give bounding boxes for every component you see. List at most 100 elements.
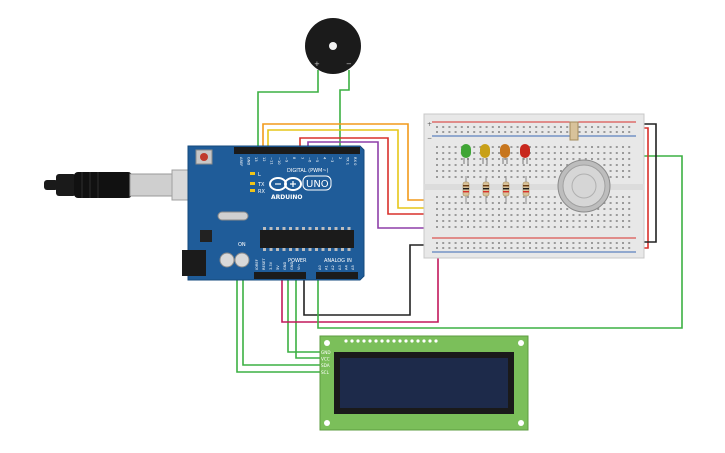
breadboard-hole [467,202,469,204]
breadboard-hole [566,220,569,222]
resistor-band [463,185,469,187]
led-yellow[interactable] [480,144,490,164]
lcd-top-pins [344,339,438,343]
breadboard-hole [498,170,500,172]
breadboard-hole [628,202,631,204]
breadboard-hole [578,131,581,133]
breadboard-hole [436,131,438,133]
breadboard-hole [535,146,538,148]
breadboard-hole [622,208,624,210]
piezo-buzzer-icon[interactable]: + − [305,18,361,74]
breadboard-hole [541,126,544,128]
wire-lcd-vcc[interactable] [295,278,320,359]
breadboard-hole [584,226,587,228]
lcd-header-pin [422,339,426,343]
breadboard-hole [516,226,519,228]
atmega-chip [260,230,354,248]
breadboard-hole [436,196,438,198]
breadboard-hole [442,164,445,166]
breadboard-hole [553,208,556,210]
breadboard-hole [609,202,612,204]
breadboard-hole [473,164,476,166]
breadboard-hole [460,164,463,166]
breadboard-hole [572,152,575,154]
breadboard-hole [491,158,494,160]
digital-pin-label: ~5 [315,157,319,162]
led-red[interactable] [520,144,530,164]
breadboard[interactable]: + − [423,113,645,259]
breadboard-hole [485,242,488,244]
breadboard-hole [522,176,525,178]
breadboard-hole [516,202,519,204]
led-green[interactable] [461,144,471,164]
breadboard-hole [467,176,469,178]
breadboard-hole [516,176,519,178]
breadboard-hole [454,131,457,133]
buzzer-plus-label: + [314,60,320,68]
breadboard-hole [504,208,507,210]
lcd-pin-label: VCC [321,357,330,362]
breadboard-hole [491,176,494,178]
breadboard-hole [491,152,494,154]
breadboard-hole [578,146,581,148]
chip-pin [302,227,305,230]
breadboard-hole [572,146,575,148]
breadboard-holes [436,126,631,249]
breadboard-hole [591,158,593,160]
breadboard-hole [498,220,500,222]
breadboard-hole [547,202,550,204]
breadboard-hole [541,226,544,228]
led-orange[interactable] [500,144,510,164]
breadboard-hole [522,196,525,198]
breadboard-hole [510,131,513,133]
breadboard-hole [560,220,562,222]
resistor-band [523,185,529,187]
breadboard-hole [541,220,544,222]
breadboard-hole [460,247,463,249]
breadboard-hole [442,158,445,160]
breadboard-hole [541,196,544,198]
breadboard-hole [529,176,531,178]
gas-sensor-icon[interactable] [557,121,611,213]
digital-pin-label: ~10 [277,157,281,165]
breadboard-hole [572,247,575,249]
breadboard-hole [578,158,581,160]
breadboard-hole [436,170,438,172]
chip-pin [334,248,338,251]
breadboard-hole [522,220,525,222]
analog-pin-label: A5 [351,265,355,270]
wire-buzzer-minus[interactable] [339,70,350,150]
wire-lcd-gnd[interactable] [287,278,320,353]
wire-magenta-5v[interactable] [281,250,439,323]
breadboard-hole [553,220,556,222]
breadboard-hole [560,202,562,204]
breadboard-hole [615,220,618,222]
breadboard-hole [547,126,550,128]
breadboard-hole [460,126,463,128]
breadboard-hole [591,226,593,228]
lcd-header-pin [398,339,402,343]
breadboard-hole [510,202,513,204]
wire-buzzer-plus[interactable] [257,70,319,150]
chip-pin [276,227,279,230]
wire-black-gnd[interactable] [303,244,440,316]
breadboard-hole [516,220,519,222]
breadboard-hole [628,152,631,154]
breadboard-hole [584,220,587,222]
breadboard-hole [491,208,494,210]
breadboard-hole [628,220,631,222]
breadboard-hole [591,214,593,216]
wire-sensor-analog[interactable] [317,155,683,329]
power-pin-label: 5V [276,265,280,270]
breadboard-hole [615,196,618,198]
breadboard-hole [498,131,500,133]
breadboard-hole [541,146,544,148]
chip-pin [302,248,305,251]
digital-pin-label: ~6 [307,157,311,163]
breadboard-hole [516,196,519,198]
breadboard-hole [584,131,587,133]
resistor-band [523,191,529,193]
usb-cable-icon[interactable] [44,169,211,201]
